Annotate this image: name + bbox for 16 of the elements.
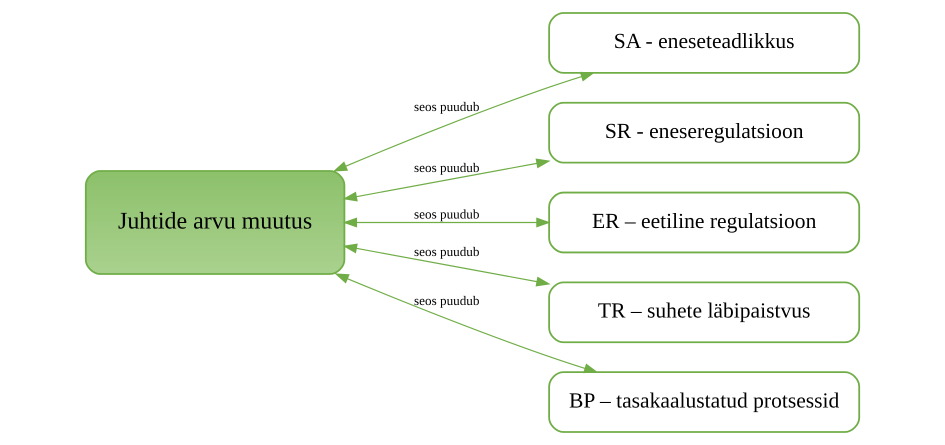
arrow [342, 158, 551, 202]
edge-label: seos puudub [414, 160, 480, 175]
arrow [332, 72, 595, 172]
arrow [342, 217, 551, 228]
node-box: BP – tasakaalustatud protsessid [548, 371, 860, 433]
edge-label: seos puudub [414, 206, 480, 222]
edge-label: seos puudub [414, 98, 480, 114]
node-box: TR – suhete läbipaistvus [548, 281, 860, 344]
edge-label: seos puudub [414, 244, 480, 259]
edge-label: seos puudub [414, 292, 480, 308]
node-box: SR - eneseregulatsioon [548, 102, 860, 164]
arrow [334, 273, 598, 374]
node-box: SA - eneseteadlikkus [548, 12, 860, 74]
arrow [342, 243, 551, 287]
node-box: Juhtide arvu muutus [84, 170, 346, 275]
node-box: ER – eetiline regulatsioon [548, 192, 860, 254]
